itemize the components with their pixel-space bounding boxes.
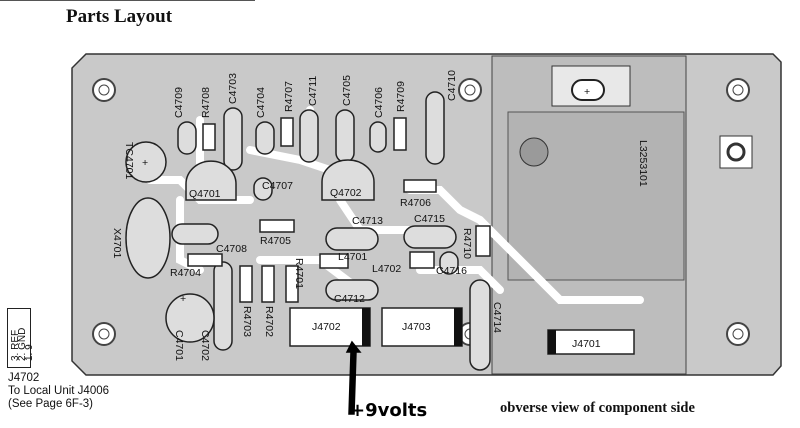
transistors	[185, 159, 375, 201]
label-c4703: C4703	[227, 73, 239, 104]
svg-text:+: +	[142, 157, 148, 169]
j4701-connector	[547, 329, 635, 355]
label-r4710: R4710	[461, 228, 473, 259]
capacitors	[171, 91, 491, 371]
label-r4709: R4709	[395, 81, 407, 112]
label-c4705: C4705	[341, 75, 353, 106]
label-j4702: J4702	[312, 321, 341, 333]
label-c4716: C4716	[436, 265, 467, 277]
label-r4706: R4706	[400, 197, 431, 209]
label-x4701: X4701	[111, 228, 123, 259]
resistors	[187, 117, 491, 303]
label-q4701: Q4701	[189, 188, 221, 200]
page-title: Parts Layout	[66, 6, 173, 27]
x4701-crystal	[125, 197, 171, 279]
pinout-box: 3. REF 2. GND 1. 9	[7, 308, 35, 368]
label-l4701: L4701	[338, 251, 367, 263]
label-r4704: R4704	[170, 267, 201, 279]
pin-1: 1. 9	[24, 344, 35, 361]
filter-module-inner	[507, 111, 685, 281]
component-labels: C4709 R4708 C4703 C4704 R4707 C4711 C470…	[111, 70, 649, 361]
label-r4708: R4708	[200, 87, 212, 118]
label-c4713: C4713	[352, 215, 383, 227]
l4701	[319, 253, 349, 269]
ground-symbol	[719, 135, 753, 169]
title-rule	[0, 0, 255, 1]
c4701-electrolytic	[165, 293, 215, 343]
label-r4701: R4701	[293, 258, 305, 289]
label-c4711: C4711	[307, 76, 319, 106]
label-j4701: J4701	[572, 338, 601, 350]
module-cap	[571, 79, 605, 101]
label-c4706: C4706	[373, 87, 385, 118]
label-r4705: R4705	[260, 235, 291, 247]
label-r4707: R4707	[283, 81, 295, 112]
label-r4702: R4702	[263, 306, 275, 337]
voltage-arrow	[345, 340, 362, 415]
l4702	[409, 251, 435, 269]
connector-note-line2: To Local Unit J4006	[8, 385, 110, 397]
label-l4702: L4702	[372, 263, 401, 275]
label-tc4701: TC4701	[123, 142, 135, 180]
label-c4714: C4714	[491, 302, 503, 333]
connector-note-line3: (See Page 6F-3)	[8, 398, 94, 410]
label-c4710: C4710	[446, 70, 458, 101]
label-c4707: C4707	[262, 180, 293, 192]
label-c4701: C4701	[173, 330, 185, 361]
label-c4709: C4709	[173, 87, 185, 118]
label-r4703: R4703	[241, 306, 253, 337]
label-j4703: J4703	[402, 321, 431, 333]
view-caption: obverse view of component side	[500, 400, 695, 416]
svg-text:+: +	[584, 86, 590, 98]
svg-text:+: +	[180, 293, 186, 305]
label-c4708: C4708	[216, 243, 247, 255]
tc4701-trimmer	[125, 141, 167, 183]
module-screw	[519, 137, 549, 167]
voltage-label: +9volts	[350, 400, 428, 421]
label-board-marking: L3253101	[637, 140, 649, 187]
label-c4704: C4704	[255, 87, 267, 118]
label-c4712: C4712	[334, 293, 365, 305]
label-q4702: Q4702	[330, 187, 362, 199]
label-c4702: C4702	[199, 330, 211, 361]
label-c4715: C4715	[414, 213, 445, 225]
connector-note: J4702 To Local Unit J4006 (See Page 6F-3…	[8, 372, 109, 411]
connector-note-line1: J4702	[8, 372, 40, 384]
